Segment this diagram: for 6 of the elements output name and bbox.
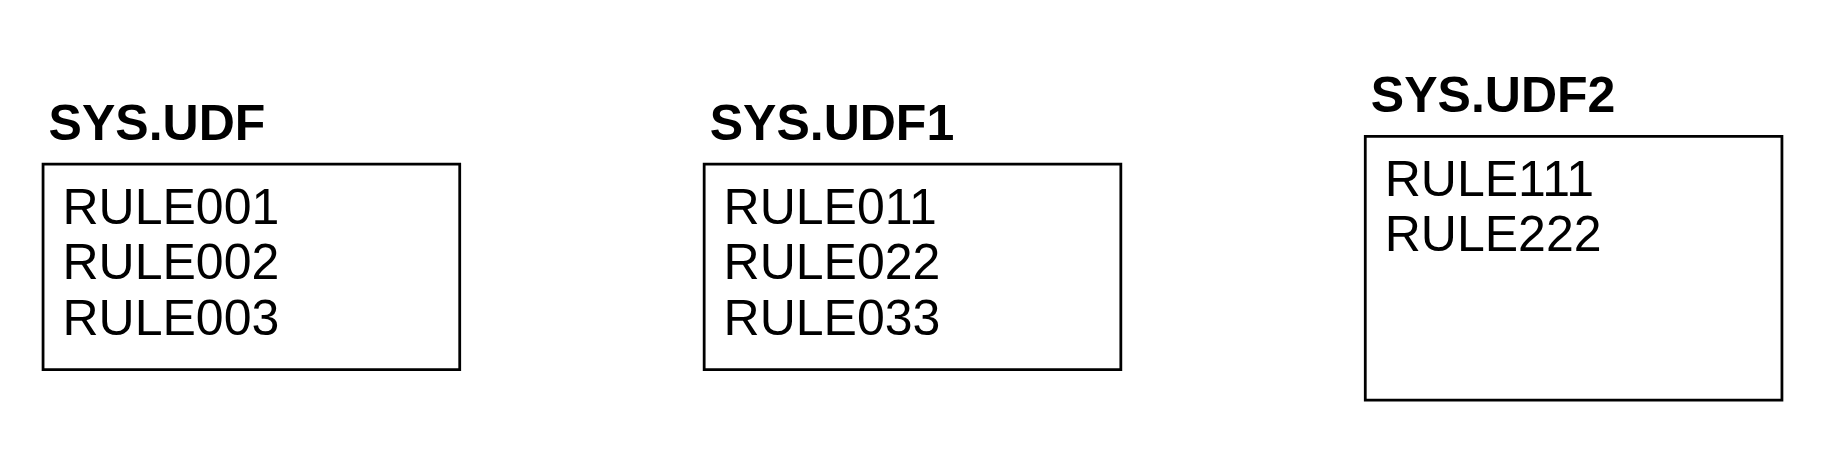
node-label: SYS.UDF1 (709, 94, 955, 151)
node-box: RULE001 RULE002 RULE003 (41, 162, 462, 371)
node-box: RULE011 RULE022 RULE033 (702, 162, 1123, 371)
node-box: RULE111 RULE222 (1363, 134, 1784, 402)
node-label: SYS.UDF2 (1370, 66, 1616, 123)
node-label: SYS.UDF (48, 94, 266, 151)
